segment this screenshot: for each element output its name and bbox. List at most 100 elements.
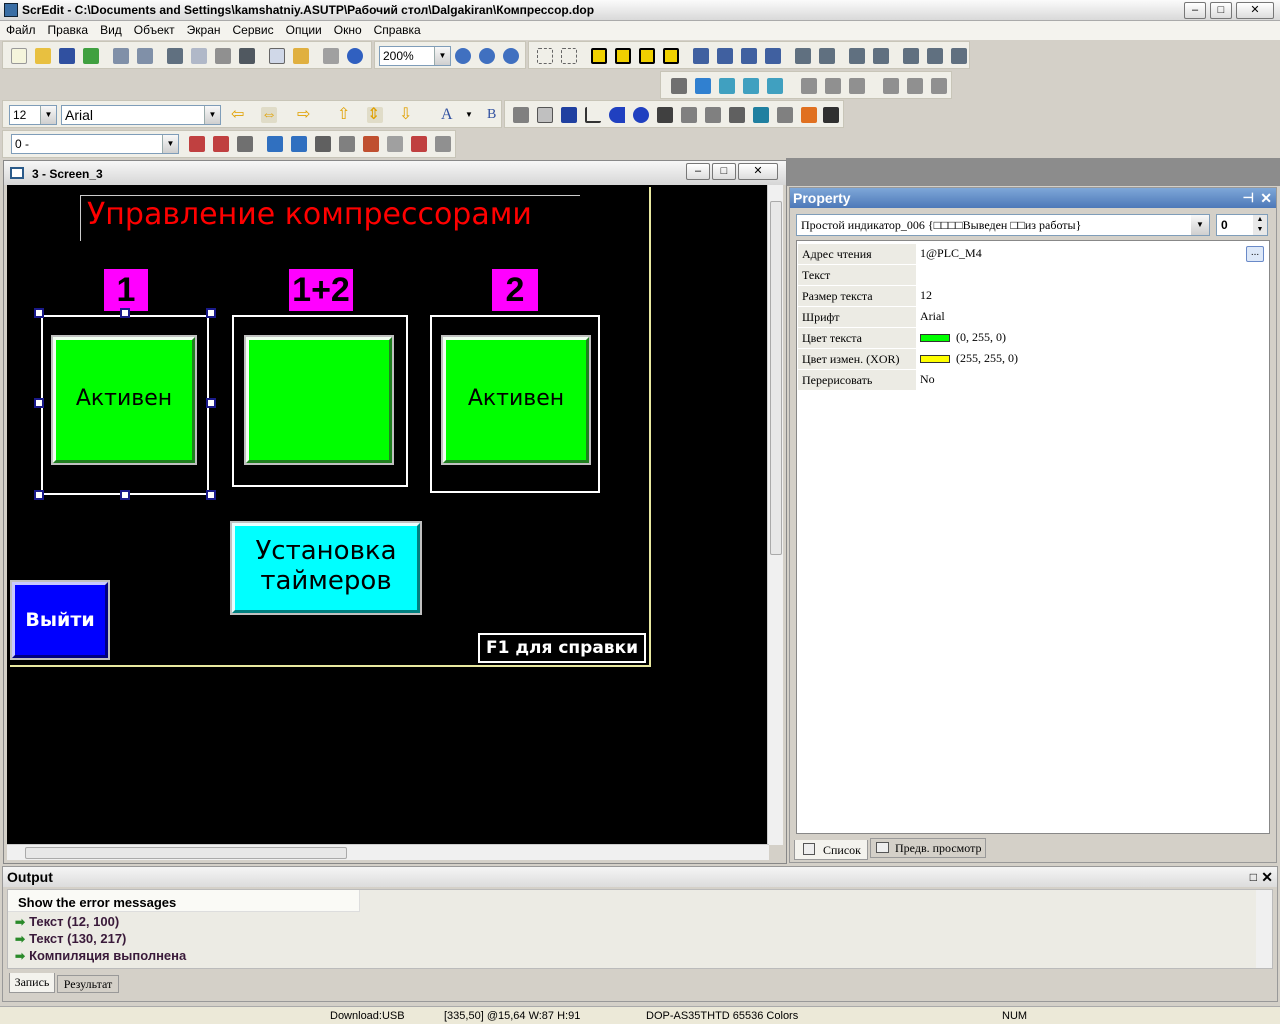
zoom-select[interactable]: 200%▼ [379,46,451,66]
font-name-select[interactable]: Arial▼ [61,105,221,125]
menu-view[interactable]: Вид [100,23,122,37]
simulate-icon[interactable] [387,136,403,152]
pen-icon[interactable] [671,78,687,94]
trend-object-icon[interactable] [729,107,745,123]
maximize-icon[interactable]: □ [1249,870,1257,884]
doc-close-button[interactable]: ✕ [738,163,778,180]
layout-icon-1[interactable] [801,78,817,94]
zoom-in-icon[interactable] [455,48,471,64]
indicator-object-icon[interactable] [561,107,577,123]
font-size-select[interactable]: 12▼ [9,105,57,125]
open-icon[interactable] [35,48,51,64]
download-icon[interactable] [339,136,355,152]
space-h-icon[interactable] [849,48,865,64]
maximize-button[interactable]: □ [1210,2,1232,19]
pattern-object-icon[interactable] [657,107,673,123]
export-icon[interactable] [83,48,99,64]
send-back-icon[interactable] [615,48,631,64]
image-icon[interactable] [719,78,735,94]
new-icon[interactable] [11,48,27,64]
zoom-fit-icon[interactable] [503,48,519,64]
align-down-arrow-icon[interactable]: ⇩ [399,106,413,123]
upload-icon[interactable] [363,136,379,152]
resize-handle[interactable] [120,490,130,500]
button-object-icon[interactable] [513,107,529,123]
keypad-object-icon[interactable] [823,107,839,123]
menu-help[interactable]: Справка [373,23,421,37]
minimize-button[interactable]: ‒ [1184,2,1206,19]
arc-object-icon[interactable] [609,107,625,123]
menu-tools[interactable]: Сервис [232,23,274,37]
group-icon[interactable] [537,48,553,64]
menu-object[interactable]: Объект [133,23,175,37]
align-right-icon[interactable] [717,48,733,64]
compile-icon[interactable] [315,136,331,152]
center-v-icon[interactable] [819,48,835,64]
chevron-down-icon[interactable]: ▼ [465,110,473,119]
output-line[interactable]: ➡Текст (12, 100) [15,914,119,929]
property-value[interactable]: 12 [920,286,932,306]
move-icon[interactable] [767,78,783,94]
palette-object-icon[interactable] [801,107,817,123]
scroll-thumb[interactable] [25,847,347,859]
canvas-vertical-scrollbar[interactable] [767,185,783,845]
help-icon[interactable] [347,48,363,64]
align-middle-arrow-icon[interactable]: ⇕ [367,107,383,123]
send-backward-icon[interactable] [663,48,679,64]
timers-button[interactable]: Установка таймеров [232,523,420,613]
next-screen-icon[interactable] [291,136,307,152]
tab-list[interactable]: Список [794,840,868,860]
resize-handle[interactable] [206,490,216,500]
indicator-compressor-2[interactable]: Активен [443,337,589,463]
layer-select[interactable]: 0 -▼ [11,134,179,154]
group-frame-right[interactable] [430,315,600,493]
output-line[interactable]: ➡Компиляция выполнена [15,948,186,963]
indicator-compressor-1[interactable]: Активен [53,337,195,463]
property-value[interactable]: (0, 255, 0) [920,328,1006,348]
line-object-icon[interactable] [585,107,601,123]
object-select[interactable]: Простой индикатор_006 {□□□□Выведен □□из … [796,214,1210,236]
resize-handle[interactable] [120,308,130,318]
prev-screen-icon[interactable] [267,136,283,152]
spinner-arrows-icon[interactable]: ▲▼ [1253,215,1267,235]
bring-front-icon[interactable] [591,48,607,64]
print-icon[interactable] [323,48,339,64]
menu-window[interactable]: Окно [333,23,362,37]
align-bottom-icon[interactable] [765,48,781,64]
same-width-icon[interactable] [903,48,919,64]
center-h-icon[interactable] [795,48,811,64]
property-value[interactable]: 1@PLC_M4 [920,244,982,264]
same-size-icon[interactable] [951,48,967,64]
design-canvas[interactable]: Управление компрессорами 1 1+2 2 Активен… [7,185,769,845]
font-color-icon[interactable]: A [441,106,453,123]
browse-address-button[interactable]: ... [1246,246,1264,262]
close-icon[interactable]: ✕ [1260,190,1272,206]
state-spinner[interactable]: 0 ▲▼ [1216,214,1268,236]
resize-handle[interactable] [34,308,44,318]
properties-icon[interactable] [237,136,253,152]
canvas-horizontal-scrollbar[interactable] [7,844,769,860]
switch-object-icon[interactable] [537,107,553,123]
indicator-compressor-1-2[interactable] [246,337,392,463]
save-icon[interactable] [59,48,75,64]
output-column-header[interactable]: Show the error messages [8,890,360,912]
align-center-arrow-icon[interactable]: ⇔ [261,106,277,123]
redo-icon[interactable] [137,48,153,64]
output-scrollbar[interactable] [1256,890,1272,968]
find-icon[interactable] [239,48,255,64]
menu-file[interactable]: Файл [6,23,36,37]
property-row[interactable]: Текст [798,265,1264,286]
property-value[interactable]: No [920,370,935,390]
scroll-thumb[interactable] [770,201,782,555]
property-row[interactable]: Цвет текста(0, 255, 0) [798,328,1264,349]
undo-icon[interactable] [113,48,129,64]
property-value[interactable]: (255, 255, 0) [920,349,1018,369]
tab-record[interactable]: Запись [9,973,55,993]
paste-icon[interactable] [215,48,231,64]
close-button[interactable]: ✕ [1236,2,1274,19]
property-value[interactable]: Arial [920,307,945,327]
ungroup-icon[interactable] [561,48,577,64]
